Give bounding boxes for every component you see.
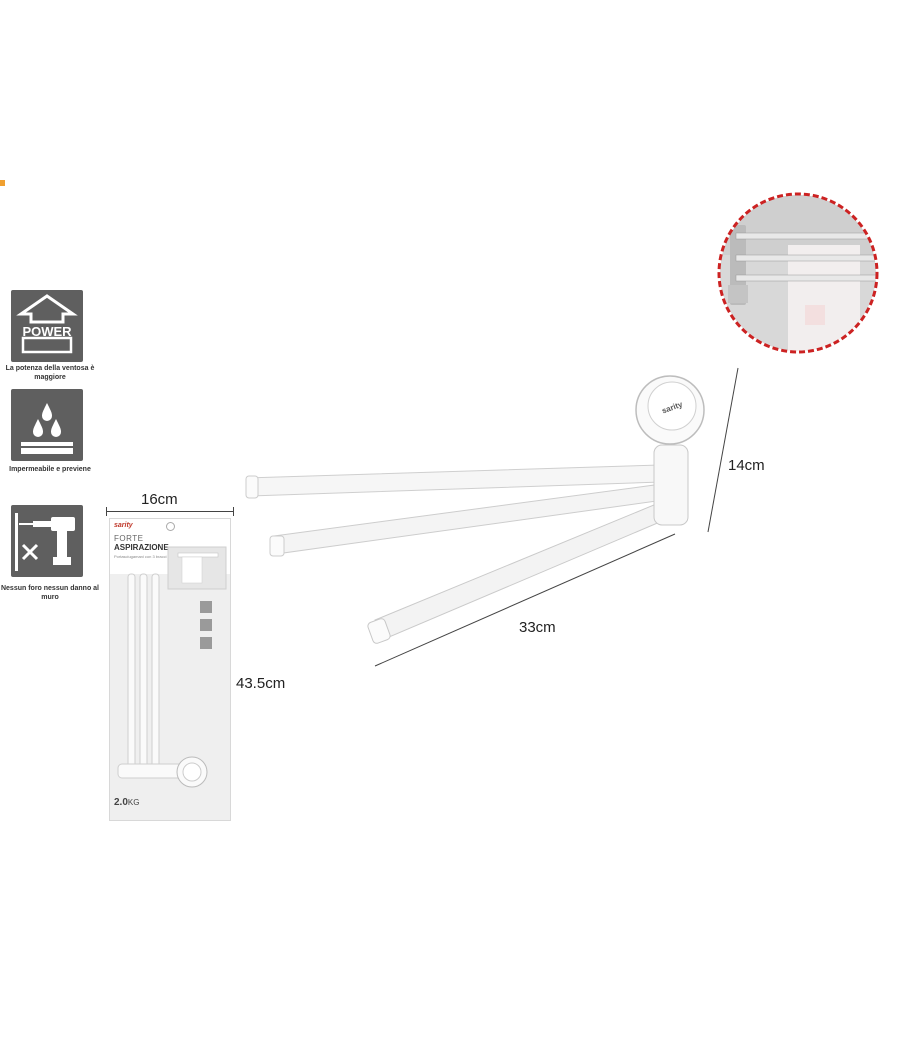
package-line3: Portasciugamani con 3 bracci [114,554,167,559]
package-width-line [106,511,234,512]
dim-tick [233,507,234,516]
waterproof-feature-icon [11,389,83,461]
corner-mark [0,180,5,186]
package-weight: 2.0KG [114,797,140,808]
package-line1: FORTE [114,534,144,543]
power-label: POWER [22,324,72,339]
hang-hole [166,522,175,531]
product-length-label: 33cm [519,619,556,636]
package-brand: sarity [114,522,133,529]
no-drill-caption: Nessun foro nessun danno al muro [0,585,99,601]
package-width-label: 16cm [141,491,178,508]
no-drill-feature-icon [11,505,83,577]
product-dimension-lines [374,367,739,667]
package-height-label: 43.5cm [236,675,286,692]
no-drill-icon [15,513,75,571]
package-line2: ASPIRAZIONE [114,543,169,552]
water-drops-icon [21,403,73,454]
detail-inset [717,192,879,354]
waterproof-caption: Impermeabile e previene [9,466,91,473]
product-package: sarity FORTE ASPIRAZIONE Portasciugamani… [109,518,231,821]
hinge-block [653,444,689,526]
power-arrow-icon [16,294,78,354]
product-height-label: 14cm [728,457,765,474]
power-caption: La potenza della ventosa è maggiore [5,365,95,381]
inset-border [717,192,879,354]
suction-cup-knob [647,381,697,431]
package-art [117,546,227,788]
power-feature-icon: POWER [11,290,83,362]
dim-tick [106,507,107,516]
towel-rack-product: sarity [245,375,705,644]
